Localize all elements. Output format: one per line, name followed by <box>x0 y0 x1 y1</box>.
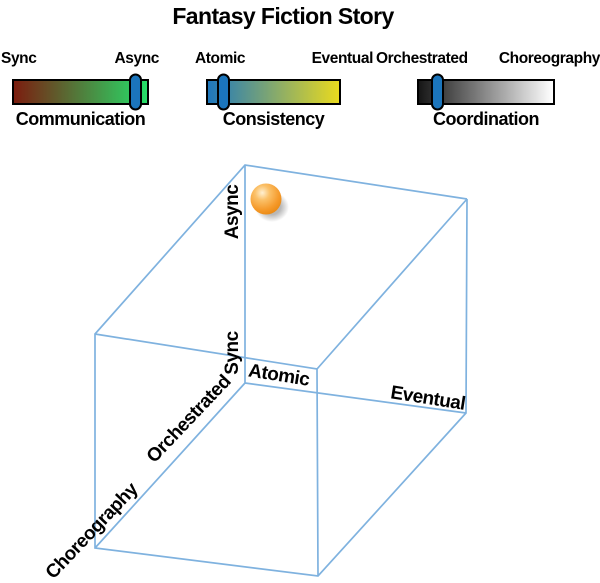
consistency-gradient-bar[interactable] <box>206 73 341 111</box>
coordination-left-label: Orchestrated <box>376 50 468 67</box>
consistency-slider: Atomic Eventual Consistency <box>192 50 376 130</box>
coordination-gradient-bar[interactable] <box>417 73 555 111</box>
consistency-caption: Consistency <box>222 109 325 129</box>
axis-label-orchestrated: Orchestrated <box>143 371 236 467</box>
consistency-endpoint-labels: Atomic Eventual <box>192 50 376 72</box>
coordination-caption: Coordination <box>433 109 539 129</box>
communication-gradient-bar[interactable] <box>12 73 149 111</box>
communication-right-label: Async <box>114 50 159 67</box>
communication-slider: Sync Async Communication <box>0 50 160 130</box>
coordination-right-label: Choreography <box>498 50 600 67</box>
consistency-left-label: Atomic <box>195 50 246 67</box>
coordination-endpoint-labels: Orchestrated Choreography <box>376 50 600 72</box>
communication-endpoint-labels: Sync Async <box>0 50 160 72</box>
coordination-slider: Orchestrated Choreography Coordination <box>376 50 600 130</box>
cube-edges <box>94 164 468 577</box>
axis-label-choreography: Choreography <box>42 478 143 583</box>
coordination-slider-handle[interactable] <box>431 73 445 111</box>
communication-slider-handle[interactable] <box>128 73 142 111</box>
page-title: Fantasy Fiction Story <box>172 3 394 29</box>
axis-label-eventual: Eventual <box>389 382 467 415</box>
axis-label-async: Async <box>222 184 243 239</box>
axis-label-atomic: Atomic <box>247 360 312 390</box>
axis-label-sync: Sync <box>222 330 243 374</box>
consistency-right-label: Eventual <box>311 50 374 67</box>
communication-caption: Communication <box>15 109 146 129</box>
consistency-slider-handle[interactable] <box>217 73 231 111</box>
story-marker[interactable] <box>250 183 282 215</box>
communication-left-label: Sync <box>1 50 37 67</box>
